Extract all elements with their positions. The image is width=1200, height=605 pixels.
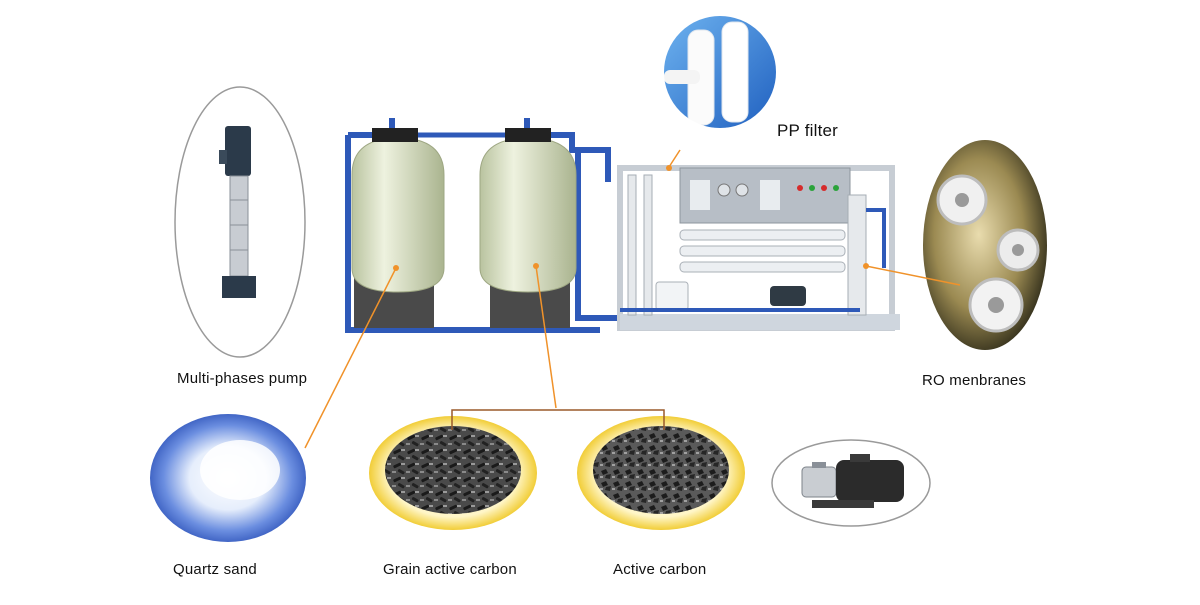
- active-carbon-label: Active carbon: [613, 561, 707, 578]
- pp-filter-label: PP filter: [777, 121, 839, 140]
- quartz-sand-label: Quartz sand: [173, 561, 257, 578]
- leader-lines: [304, 149, 961, 449]
- ro-water-treatment-machine: [345, 118, 900, 333]
- multi-phases-pump-label: Multi-phases pump: [177, 370, 308, 387]
- ro-membranes-illustration: [923, 140, 1047, 350]
- grain-active-carbon-illustration: [369, 416, 537, 530]
- horizontal-pump-illustration: [771, 439, 931, 527]
- grain-active-carbon-label: Grain active carbon: [383, 561, 517, 578]
- quartz-sand-illustration: [150, 414, 306, 542]
- multi-phases-pump-illustration: [174, 86, 306, 358]
- pp-filter-illustration: [660, 12, 780, 132]
- ro-membranes-label: RO menbranes: [922, 372, 1027, 389]
- active-carbon-illustration: [577, 416, 745, 530]
